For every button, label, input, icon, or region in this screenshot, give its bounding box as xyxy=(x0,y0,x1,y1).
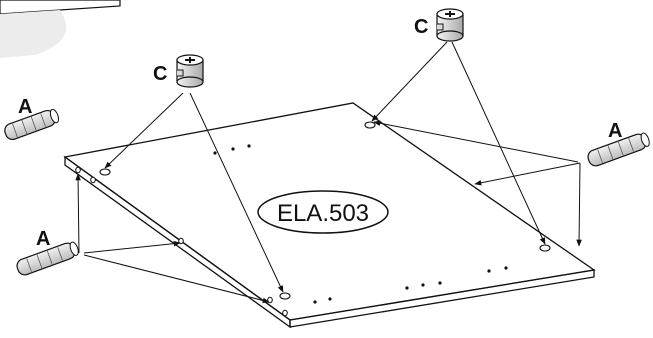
part-code-ellipse xyxy=(257,190,389,234)
cam-lock-label: C xyxy=(153,63,167,85)
edge-hole xyxy=(75,166,81,174)
wooden-dowel-icon xyxy=(16,241,79,276)
panel-front-edge xyxy=(64,155,291,329)
pin-holes xyxy=(213,144,508,304)
dowel-label: A xyxy=(18,96,32,118)
edge-holes xyxy=(75,166,288,317)
panel-right-edge xyxy=(289,269,595,328)
background-panel xyxy=(0,0,121,58)
cam-hole xyxy=(99,168,111,176)
wooden-dowel-icon xyxy=(587,132,650,167)
cam-holes xyxy=(99,121,551,300)
cam-hole xyxy=(539,244,551,252)
part-code-badge: ELA.503 xyxy=(257,190,389,234)
cam-hole xyxy=(279,292,291,300)
dowel-label: A xyxy=(36,228,50,250)
edge-hole xyxy=(282,309,288,317)
cam-lock-label: C xyxy=(414,16,428,38)
assembly-arrows xyxy=(75,41,582,304)
wooden-dowel-icon xyxy=(4,108,60,141)
dowel-label: A xyxy=(608,120,622,142)
part-code-label: ELA.503 xyxy=(277,200,369,227)
edge-hole xyxy=(90,176,96,184)
cam-lock-fitting-icon xyxy=(176,54,204,88)
cam-hole xyxy=(364,121,376,129)
main-panel xyxy=(63,102,596,329)
cam-lock-fitting-icon xyxy=(436,8,464,42)
